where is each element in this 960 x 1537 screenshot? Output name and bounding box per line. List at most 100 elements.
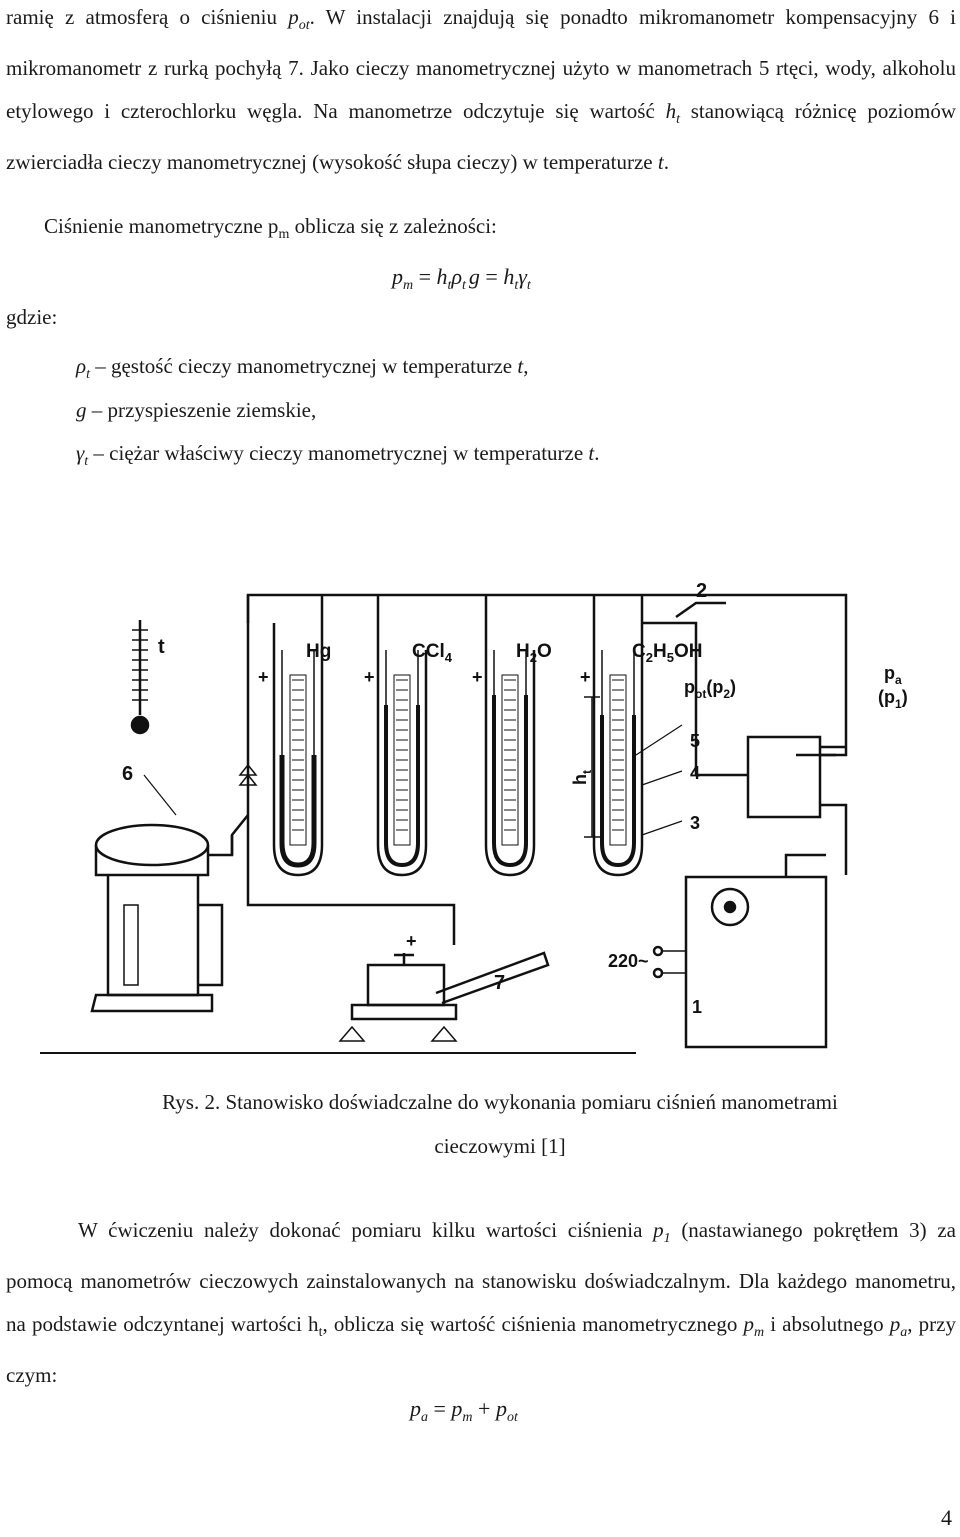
p1-paren: (p <box>878 687 895 707</box>
eq-operator: = <box>428 1396 452 1421</box>
subscript: ot <box>298 18 310 33</box>
text-run: (nastawianego pokrętłem 3) za pomocą man… <box>6 1218 956 1336</box>
subscript: t <box>318 1325 323 1340</box>
eq-symbol: γ <box>518 264 527 289</box>
u-tube-ccl4 <box>376 650 428 877</box>
label-5: 5 <box>690 731 700 751</box>
eth-sub1: 2 <box>646 650 653 665</box>
text-run: , oblicza się wartość ciśnienia manometr… <box>322 1312 744 1336</box>
eq-subscript: a <box>421 1410 428 1425</box>
def-end: . <box>594 441 600 465</box>
pa-sub: a <box>895 673 902 687</box>
def-t: t <box>517 354 524 378</box>
def-t: t <box>588 441 595 465</box>
def-end: , <box>523 354 529 378</box>
scale-ticks <box>292 679 624 831</box>
eth-sub2: 5 <box>667 650 674 665</box>
figure-caption: Rys. 2. Stanowisko doświadczalne do wyko… <box>40 1080 960 1168</box>
label-7: 7 <box>494 972 505 994</box>
gdzie-label: gdzie: <box>6 305 58 329</box>
eq-subscript: t <box>514 278 519 293</box>
def-symbol: ρ <box>76 354 87 378</box>
symbol-h: h <box>665 99 677 123</box>
subscript: m <box>753 1325 765 1340</box>
u-tube-hg <box>272 650 324 877</box>
label-1: 1 <box>692 997 702 1017</box>
eq-subscript: t <box>526 278 531 293</box>
text-run: i absolutnego <box>764 1312 890 1336</box>
subscript: t <box>676 112 680 127</box>
symbol-p: p <box>889 1312 901 1336</box>
eq-subscript: ot <box>506 1410 518 1425</box>
inclined-micromanometer <box>338 951 550 1042</box>
label-220: 220~ <box>608 951 649 971</box>
def-symbol: γ <box>76 441 85 465</box>
eq-operator: + <box>472 1396 496 1421</box>
label-ccl4: CCl4 <box>412 641 453 665</box>
plus-5: + <box>406 931 417 951</box>
eth-c: C <box>632 641 646 662</box>
def-text: – ciężar właściwy cieczy manometrycznej … <box>88 441 589 465</box>
pipe-left <box>246 623 456 945</box>
label-3: 3 <box>690 813 700 833</box>
vessel-link <box>642 621 748 777</box>
label-hg: Hg <box>306 641 331 662</box>
compensation-micromanometer <box>90 823 234 1013</box>
u-tube-ethanol <box>592 650 644 877</box>
eq-symbol: p <box>392 264 403 289</box>
def-subscript: t <box>86 367 90 382</box>
procedure-paragraph: W ćwiczeniu należy dokonać pomiaru kilku… <box>6 1209 956 1397</box>
p1-sub: 1 <box>895 697 902 711</box>
text-run: stanowiącą różnicę poziomów zwierciadła … <box>6 99 956 174</box>
page-number: 4 <box>941 1505 952 1530</box>
text-run: W ćwiczeniu należy dokonać pomiaru kilku… <box>78 1218 654 1242</box>
leader-2 <box>675 601 726 619</box>
intro-paragraph: ramię z atmosferą o ciśnieniu pot. W ins… <box>6 0 956 184</box>
eq-subscript: t <box>447 278 452 293</box>
text-run: . W instalacji znajdują się ponadto mikr… <box>6 5 957 123</box>
pot-sub: ot <box>695 687 706 701</box>
eq-operator: = <box>413 264 437 289</box>
label-pa: pa <box>884 663 902 687</box>
label-h2o: H2O <box>516 641 552 665</box>
eq-symbol: p <box>451 1396 463 1421</box>
eq-operator: = <box>479 264 504 289</box>
eth-oh: OH <box>674 641 703 662</box>
def-symbol: g <box>76 398 87 422</box>
valve <box>238 763 258 786</box>
p1-close: ) <box>902 687 908 707</box>
plus-2: + <box>364 667 375 687</box>
eq-symbol: p <box>410 1396 421 1421</box>
plus-1: + <box>258 667 269 687</box>
manifold-pipe <box>246 593 848 757</box>
ccl-text: CCl <box>412 641 445 662</box>
eq-subscript: t <box>462 278 466 293</box>
label-t: t <box>158 636 165 658</box>
text-run: ramię z atmosferą o ciśnieniu <box>6 5 289 29</box>
eq-symbol: p <box>495 1396 507 1421</box>
text-run: oblicza się z zależności: <box>289 214 497 238</box>
definition-rho: ρt – gęstość cieczy manometrycznej w tem… <box>76 354 528 383</box>
eq-symbol: ρ <box>451 264 462 289</box>
def-subscript: t <box>84 454 89 469</box>
caption-line-1: Rys. 2. Stanowisko doświadczalne do wyko… <box>162 1090 838 1114</box>
def-text: – gęstość cieczy manometrycznej w temper… <box>89 354 518 378</box>
eq-symbol: h <box>436 264 448 289</box>
plus-4: + <box>580 667 591 687</box>
def-text: – przyspieszenie ziemskie, <box>86 398 317 422</box>
subscript: m <box>278 227 290 242</box>
equation-pa: pa = pm + pot <box>410 1396 518 1426</box>
ccl-sub: 4 <box>445 650 453 665</box>
eq-symbol: h <box>503 264 515 289</box>
label-6: 6 <box>122 763 133 785</box>
label-ethanol: C2H5OH <box>632 641 702 665</box>
experimental-setup-figure: 2 + + + + Hg CCl4 H2O C2H5OH <box>40 580 908 1054</box>
symbol-t: t <box>657 150 664 174</box>
ht-h: h <box>570 774 590 785</box>
subscript: 1 <box>663 1231 671 1246</box>
label-2: 2 <box>696 580 707 602</box>
pa-p: p <box>884 663 895 683</box>
text-run: . <box>663 150 669 174</box>
pipe-hg <box>320 595 644 650</box>
regulator-box <box>684 875 828 1049</box>
